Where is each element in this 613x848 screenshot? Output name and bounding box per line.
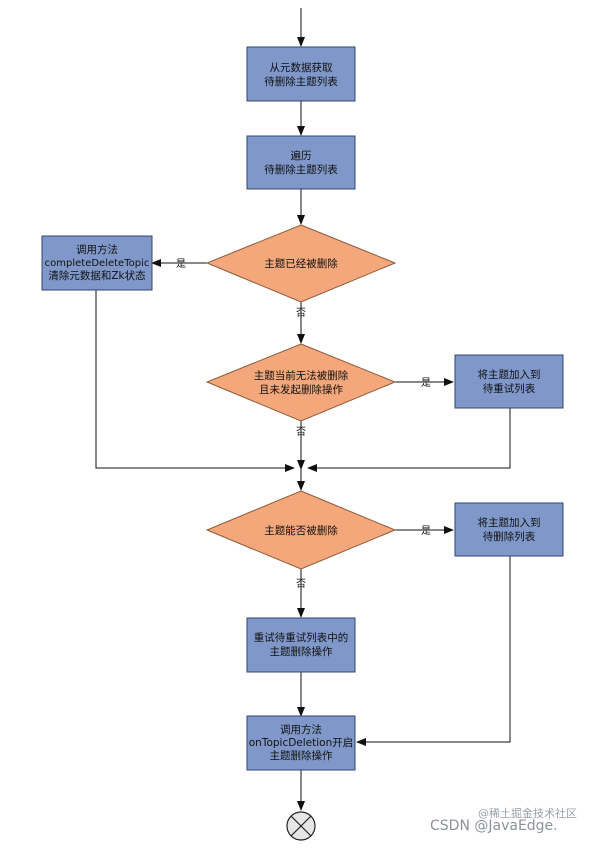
- node-iterate: 遍历 待删除主题列表: [246, 135, 356, 190]
- edge-n5-n7: [356, 556, 511, 746]
- node-add-delete-line1: 将主题加入到: [478, 517, 541, 529]
- edges: [95, 8, 511, 811]
- node-add-retry-line2: 待重试列表: [483, 382, 536, 395]
- decision-cannot-delete-line1: 主题当前无法被删除: [254, 369, 349, 382]
- node-add-delete-line2: 待删除列表: [483, 530, 536, 543]
- node-add-delete: 将主题加入到 待删除列表: [454, 502, 564, 557]
- watermark-juejin: @稀土掘金技术社区: [478, 807, 577, 820]
- label-d1-no: 否: [296, 307, 306, 319]
- label-d2-yes: 是: [421, 377, 431, 389]
- label-d3-yes: 是: [421, 525, 431, 537]
- end-terminator-icon: [286, 811, 316, 841]
- node-get-topics-line1: 从元数据获取: [270, 61, 333, 74]
- node-complete-delete-line1: 调用方法: [76, 243, 118, 256]
- node-get-topics: 从元数据获取 待删除主题列表: [246, 46, 356, 102]
- node-on-topic-deletion: 调用方法 onTopicDeletion开启 主题删除操作: [246, 715, 356, 771]
- label-d2-no: 否: [296, 426, 306, 438]
- watermark-csdn: CSDN @JavaEdge.: [430, 818, 558, 834]
- label-d1-yes: 是: [176, 258, 186, 270]
- decision-cannot-delete-line2: 且未发起删除操作: [259, 383, 343, 396]
- node-retry-delete-line1: 重试待重试列表中的: [254, 631, 349, 644]
- node-add-retry: 将主题加入到 待重试列表: [454, 354, 564, 409]
- node-iterate-line2: 待删除主题列表: [264, 163, 338, 176]
- node-retry-delete: 重试待重试列表中的 主题删除操作: [246, 617, 356, 673]
- node-iterate-line1: 遍历: [291, 149, 312, 162]
- edge-n4-merge: [307, 408, 511, 472]
- decision-already-deleted: 主题已经被删除: [205, 224, 397, 303]
- node-on-topic-deletion-line3: 主题删除操作: [270, 749, 333, 762]
- node-complete-delete: 调用方法 completeDeleteTopic 清除元数据和Zk状态: [41, 235, 153, 291]
- decision-cannot-delete: 主题当前无法被删除 且未发起删除操作: [205, 343, 397, 422]
- decision-can-delete-text: 主题能否被删除: [264, 524, 338, 537]
- decision-can-delete: 主题能否被删除: [205, 490, 397, 570]
- node-add-retry-line1: 将主题加入到: [478, 369, 541, 381]
- label-d3-no: 否: [296, 578, 306, 590]
- node-get-topics-line2: 待删除主题列表: [264, 75, 338, 88]
- node-complete-delete-line2: completeDeleteTopic: [45, 258, 150, 269]
- edge-n3-merge: [95, 290, 295, 472]
- node-complete-delete-line3: 清除元数据和Zk状态: [48, 269, 146, 282]
- node-on-topic-deletion-line1: 调用方法: [280, 723, 322, 736]
- node-retry-delete-line2: 主题删除操作: [270, 645, 333, 658]
- decision-already-deleted-text: 主题已经被删除: [264, 257, 338, 270]
- node-on-topic-deletion-line2: onTopicDeletion开启: [249, 736, 354, 749]
